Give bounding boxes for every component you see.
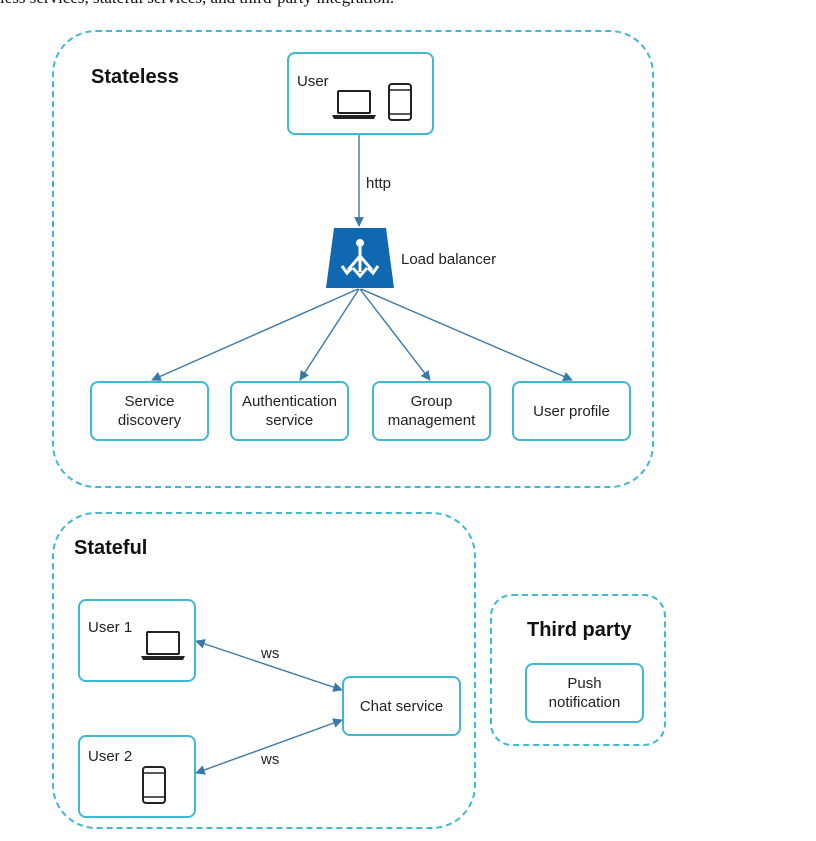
authentication-service-label: Authentication service xyxy=(241,393,338,429)
edge-lb-to-group-management xyxy=(359,288,431,381)
edge-lb-to-authentication-service xyxy=(299,288,360,381)
user-profile-label: User profile xyxy=(533,402,610,420)
chat-service-node: Chat service xyxy=(342,676,461,736)
user2-node-label: User 2 xyxy=(88,748,133,765)
push-notification-node: Push notification xyxy=(525,663,644,723)
edge-user2-chat-service xyxy=(195,718,343,775)
laptop-icon xyxy=(332,90,376,119)
edge-user1-chat-service xyxy=(195,639,343,692)
edge-label-http: http xyxy=(366,175,392,192)
laptop-icon xyxy=(141,631,185,660)
tablet-icon xyxy=(142,766,166,804)
authentication-service-node: Authentication service xyxy=(230,381,349,441)
edge-lb-to-service-discovery xyxy=(151,288,359,381)
load-balancer-label: Load balancer xyxy=(401,251,497,268)
service-discovery-node: Service discovery xyxy=(90,381,209,441)
stateful-group-title: Stateful xyxy=(74,537,148,559)
group-management-node: Group management xyxy=(372,381,491,441)
third-party-group xyxy=(490,594,666,746)
stateful-group xyxy=(52,512,476,829)
third-party-group-title: Third party xyxy=(527,619,632,641)
user-node: User xyxy=(287,52,434,135)
user-node-label: User xyxy=(297,73,329,90)
figure-caption: less services, stateful services, and th… xyxy=(0,0,394,8)
edge-label-ws-user1: ws xyxy=(261,645,280,662)
user2-node: User 2 xyxy=(78,735,196,818)
edge-lb-to-user-profile xyxy=(360,288,573,382)
user-profile-node: User profile xyxy=(512,381,631,441)
edge-label-ws-user2: ws xyxy=(261,751,280,768)
stateless-group xyxy=(52,30,654,488)
load-balancer-icon xyxy=(326,228,394,288)
tablet-icon xyxy=(388,83,412,121)
service-discovery-label: Service discovery xyxy=(117,393,182,429)
chat-service-label: Chat service xyxy=(359,697,444,715)
user1-node: User 1 xyxy=(78,599,196,682)
stateless-group-title: Stateless xyxy=(91,66,179,88)
push-notification-label: Push notification xyxy=(548,675,621,711)
group-management-label: Group management xyxy=(387,393,476,429)
user1-node-label: User 1 xyxy=(88,619,133,636)
